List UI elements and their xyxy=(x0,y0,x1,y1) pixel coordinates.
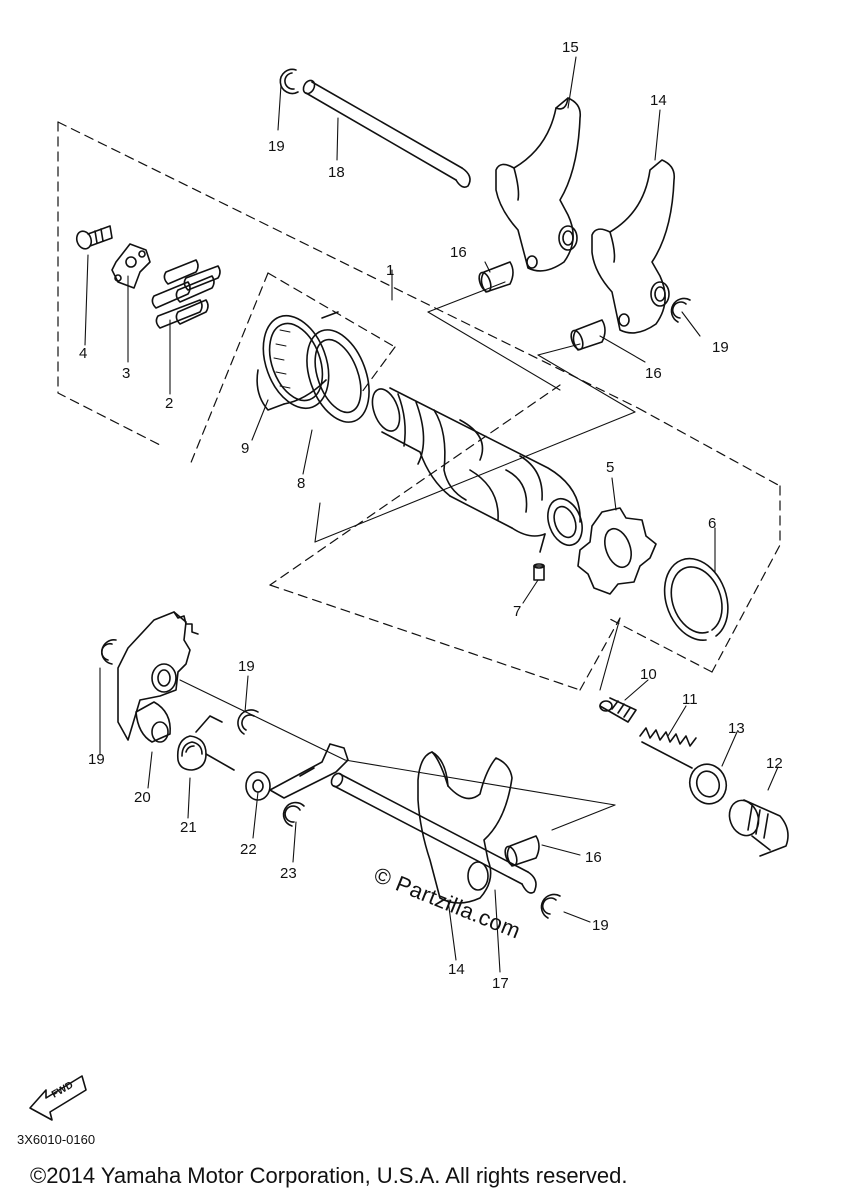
callout-22: 22 xyxy=(240,841,257,858)
callout-16-upper: 16 xyxy=(450,244,467,261)
callout-23: 23 xyxy=(280,865,297,882)
circlip-19-mid xyxy=(237,709,259,735)
callout-10: 10 xyxy=(640,666,657,683)
callout-16-lower: 16 xyxy=(585,849,602,866)
forward-arrow-icon: FWD xyxy=(29,1075,87,1121)
callout-20: 20 xyxy=(134,789,151,806)
callout-12: 12 xyxy=(766,755,783,772)
segment-3 xyxy=(111,243,151,289)
callout-13: 13 xyxy=(728,720,745,737)
callout-4: 4 xyxy=(79,345,88,362)
callout-21: 21 xyxy=(180,819,197,836)
torsion-spring-21 xyxy=(176,715,235,771)
shift-drum-1 xyxy=(371,387,583,553)
circlip-19-left xyxy=(100,639,117,665)
callout-15: 15 xyxy=(562,39,579,56)
callout-9: 9 xyxy=(241,440,250,457)
pin-7 xyxy=(533,563,545,581)
plug-bolt-12 xyxy=(728,799,789,857)
screw-4 xyxy=(75,225,113,250)
assembly-outline-dashed xyxy=(57,121,781,691)
circlip-23 xyxy=(282,801,305,827)
shift-fork-15 xyxy=(495,97,582,272)
guide-pin-16-c xyxy=(504,835,540,867)
shift-lever-plate xyxy=(269,743,349,799)
spring-11 xyxy=(639,727,697,769)
circlip-19-top xyxy=(279,68,299,95)
callout-14-upper: 14 xyxy=(650,92,667,109)
copyright-notice: ©2014 Yamaha Motor Corporation, U.S.A. A… xyxy=(30,1163,628,1188)
collar-22 xyxy=(245,771,271,801)
circlip-19-lower-right xyxy=(540,893,561,919)
pins-2 xyxy=(151,259,221,329)
shift-fork-shaft-lower xyxy=(330,772,537,894)
callout-19-left: 19 xyxy=(88,751,105,768)
callout-17: 17 xyxy=(492,975,509,992)
callout-16-mid: 16 xyxy=(645,365,662,382)
stopper-10 xyxy=(599,697,637,723)
shift-lever-20 xyxy=(117,611,199,743)
callout-6: 6 xyxy=(708,515,717,532)
callout-18: 18 xyxy=(328,164,345,181)
callout-8: 8 xyxy=(297,475,306,492)
washer-13 xyxy=(688,763,728,805)
guide-pin-16-b xyxy=(570,319,606,351)
callout-3: 3 xyxy=(122,365,131,382)
fwd-label: FWD xyxy=(50,1080,75,1101)
callout-11: 11 xyxy=(682,691,698,708)
circlip-19-right xyxy=(670,297,691,323)
bearing-9 xyxy=(256,311,339,411)
callout-1: 1 xyxy=(386,262,395,279)
shift-fork-14-upper xyxy=(591,159,676,334)
callout-19-mid: 19 xyxy=(238,658,255,675)
segment-5 xyxy=(577,507,657,595)
callout-19-right: 19 xyxy=(712,339,729,356)
washer-8 xyxy=(306,329,370,423)
shift-fork-14-lower xyxy=(417,751,513,904)
callout-14-lower: 14 xyxy=(448,961,465,978)
circlip-6 xyxy=(663,557,729,641)
callout-5: 5 xyxy=(606,459,615,476)
shift-fork-shaft-upper xyxy=(302,79,471,188)
guide-pin-16-a xyxy=(478,261,514,293)
callout-2: 2 xyxy=(165,395,174,412)
part-code: 3X6010-0160 xyxy=(17,1132,96,1147)
callout-7: 7 xyxy=(513,603,522,620)
callout-19-lower-right: 19 xyxy=(592,917,609,934)
callout-19-top: 19 xyxy=(268,138,285,155)
